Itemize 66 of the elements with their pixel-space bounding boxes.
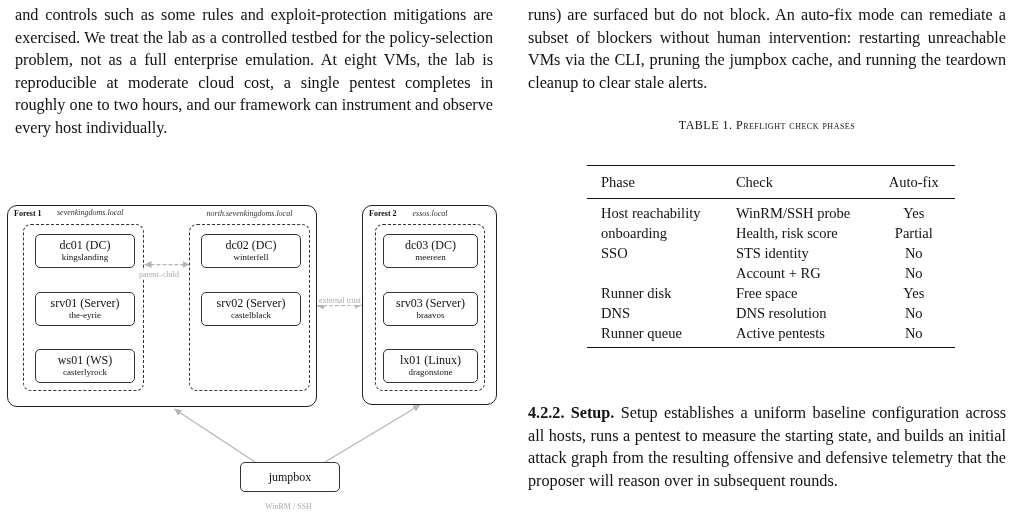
table-caption: TABLE 1. Preflight check phases [677,118,857,133]
host-alias: winterfell [232,252,270,263]
body-paragraph: and controls such as some rules and exploit-protection mitigations are exercised. We treat the lab as a controlled testbed for the policy-selection problem, not as a full enterprise emulation. At eight VMs, the lab is reproducible at moderate cloud cost, a single pentest completes in roughly one to two hours, and our framework can instrument and observe every host individually. [15,5,493,139]
body-paragraph: 4.2.2. Setup. Setup establishes a uniform baseline configuration across all hosts, runs a pentest to measure the starting state, and builds an initial attack graph from the resulting offensive and defensive telemetry that the proposer will reason over in subsequent rounds. [528,403,1006,492]
check-name: STS identity [735,245,809,261]
autofix-status: No [904,245,923,261]
column-header: Phase [601,174,635,190]
autofix-status: Yes [903,285,925,301]
arrow [324,404,421,463]
forest-title: Forest 1 [14,209,42,218]
host-box [383,292,478,326]
forest-title: Forest 2 [369,209,397,218]
host-box [35,292,135,326]
host-name: srv03 (Server) [395,296,466,310]
host-name: dc01 (DC) [58,238,112,252]
body-paragraph: runs) are surfaced but do not block. An auto-fix mode can remediate a subset of blockers without human intervention: restarting unreachable VMs via the CLI, pruning the jumpbox cache, and running the teardown cleanup to clear stale alerts. [528,5,1006,94]
host-name: lx01 (Linux) [399,353,462,367]
host-box [201,234,301,268]
host-name: dc02 (DC) [224,238,278,252]
check-name: DNS resolution [735,305,827,321]
check-name: Account + RG [735,265,821,281]
host-name: srv02 (Server) [215,296,287,310]
domain-name: sevenkingdoms.local [57,208,124,217]
edge-label: parent–child [139,270,179,279]
host-box [201,292,301,326]
domain-name: north.sevenkingdoms.local [206,209,293,218]
edge-label: external trust [319,296,361,305]
host-name: dc03 (DC) [404,238,457,252]
autofix-status: No [904,325,923,341]
autofix-status: No [904,265,923,281]
arrow [173,408,256,463]
column-header: Check [735,174,773,190]
check-name: Active pentests [735,325,825,341]
host-alias: casterlyrock [62,367,108,378]
host-alias: braavos [415,310,446,321]
host-alias: kingslanding [60,252,110,263]
host-box [383,349,478,383]
host-box [383,234,478,268]
phase-name: onboarding [601,225,668,241]
host-box [35,234,135,268]
arrow [143,261,191,269]
check-name: WinRM/SSH probe [735,205,851,221]
host-alias: castelblack [230,310,272,321]
host-alias: dragonstone [407,367,454,378]
phase-name: DNS [601,305,630,321]
host-alias: meereen [414,252,447,263]
phase-name: SSO [601,245,628,261]
autofix-status: Partial [894,225,933,241]
host-box [35,349,135,383]
protocol-note: WinRM / SSH [265,502,312,511]
autofix-status: Yes [903,205,925,221]
host-box [240,462,340,492]
forest-box [7,205,317,407]
autofix-status: No [904,305,923,321]
column-header: Auto-fix [888,174,939,190]
phase-name: Runner disk [601,285,672,301]
phase-name: Runner queue [601,325,682,341]
host-name: srv01 (Server) [49,296,121,310]
check-name: Health, risk score [735,225,838,241]
host-name: ws01 (WS) [56,353,114,367]
host-name: jumpbox [267,470,313,484]
domain-name: essos.local [412,209,448,218]
phase-name: Host reachability [601,205,701,221]
check-name: Free space [735,285,798,301]
forest-box [362,205,497,405]
host-alias: the-eyrie [68,310,102,321]
